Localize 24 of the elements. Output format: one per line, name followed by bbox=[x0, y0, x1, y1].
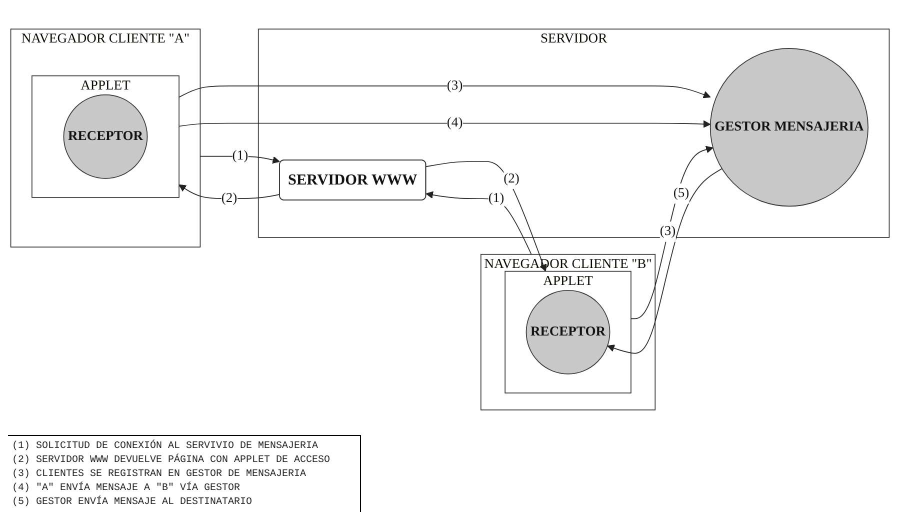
legend-note: (4) "A" ENVÍA MENSAJE A "B" VÍA GESTOR bbox=[12, 482, 242, 496]
edge-label: (5) bbox=[673, 186, 690, 200]
legend-note: (5) GESTOR ENVÍA MENSAJE AL DESTINATARIO bbox=[12, 496, 254, 510]
arrow bbox=[178, 86, 711, 98]
arrow bbox=[426, 191, 532, 255]
legend-note: (3) CLIENTES SE REGISTRAN EN GESTOR DE MENSAJERIA bbox=[12, 468, 308, 482]
edge-label: (3) bbox=[446, 78, 463, 93]
edge-label: (3) bbox=[660, 224, 676, 238]
arrow bbox=[200, 156, 280, 164]
edge-label: (1) bbox=[232, 148, 248, 164]
legend-note: (2) SERVIDOR WWW DEVUELVE PÁGINA CON APPLET DE ACCESO bbox=[12, 454, 330, 468]
arrow bbox=[630, 146, 714, 320]
arrow bbox=[425, 160, 547, 272]
node-circle: RECEPTOR bbox=[63, 94, 148, 179]
node-circle: GESTOR MENSAJERIA bbox=[710, 48, 868, 207]
arrow bbox=[178, 184, 280, 200]
edge-label: (2) bbox=[504, 171, 520, 186]
node-circle: RECEPTOR bbox=[526, 290, 610, 374]
edge-label: (4) bbox=[446, 116, 463, 130]
arrow bbox=[607, 168, 722, 354]
edge-label: (2) bbox=[221, 191, 238, 206]
legend-note: (1) SOLICITUD DE CONEXIÓN AL SERVIVIO DE MENSAJERIA bbox=[12, 440, 320, 454]
arrow bbox=[178, 120, 711, 128]
edge-label: (1) bbox=[488, 191, 504, 206]
